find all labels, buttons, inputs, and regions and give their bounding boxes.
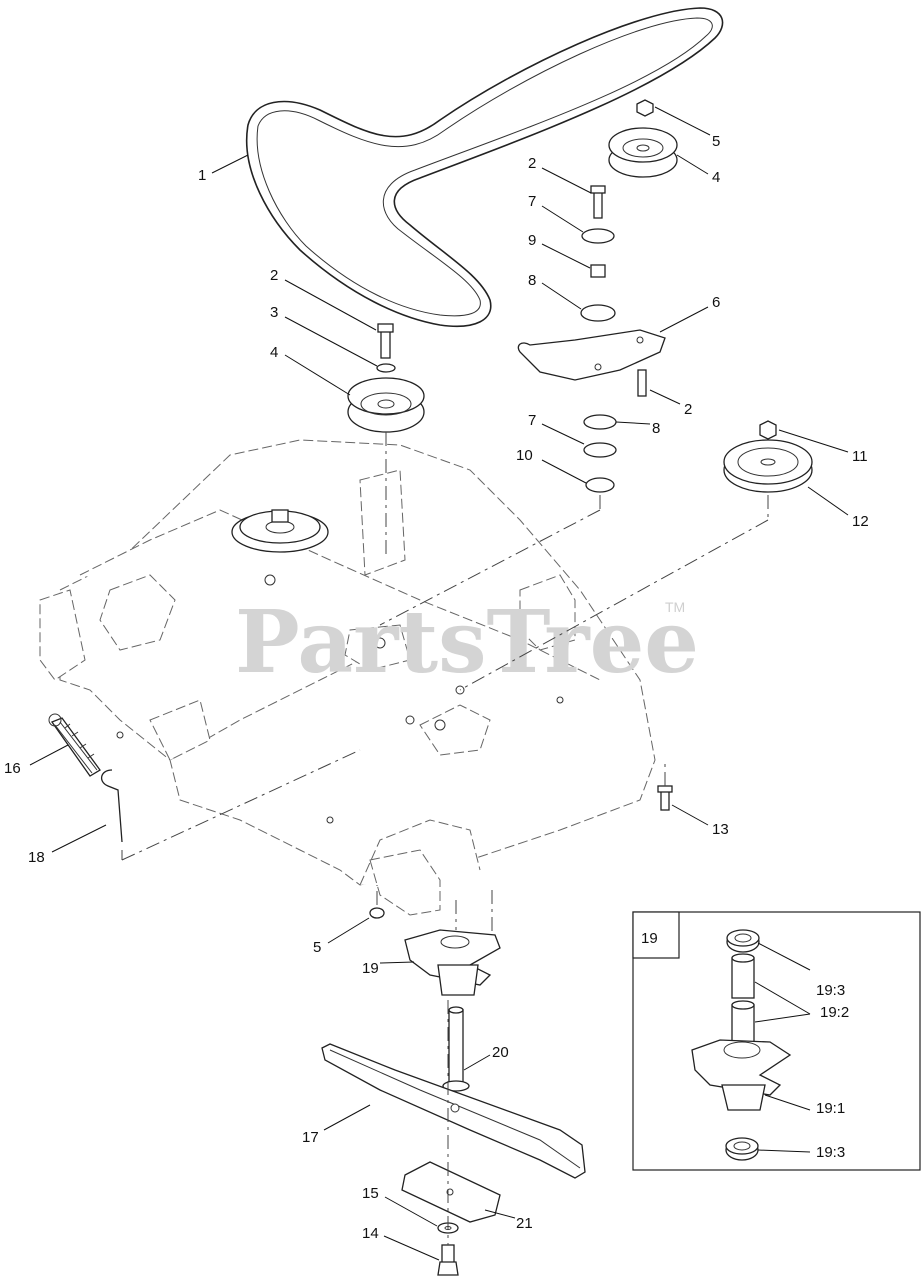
inset-spindle-detail: 19 19:3 19:2 19:1 19:3: [632, 911, 921, 1171]
callout-11: 11: [852, 448, 868, 465]
callout-16: 16: [4, 760, 21, 777]
callout-17: 17: [302, 1129, 319, 1146]
left-idler-assembly: [347, 323, 425, 555]
callout-19-3-top: 19:3: [816, 982, 845, 999]
callout-8-bottom: 8: [652, 420, 660, 437]
watermark: PartsTree TM: [235, 592, 699, 693]
callout-7-top: 7: [528, 193, 536, 210]
belt: [246, 7, 724, 327]
callout-19: 19: [362, 960, 379, 977]
callout-12: 12: [852, 513, 869, 530]
callout-20: 20: [492, 1044, 509, 1061]
callout-4-left: 4: [270, 344, 278, 361]
callout-4-right: 4: [712, 169, 720, 186]
callout-5-top: 5: [712, 133, 720, 150]
callout-1: 1: [198, 167, 206, 184]
callout-13: 13: [712, 821, 729, 838]
callout-2-left: 2: [270, 267, 278, 284]
callout-19-3-bottom: 19:3: [816, 1144, 845, 1161]
callout-15: 15: [362, 1185, 379, 1202]
callout-6: 6: [712, 294, 720, 311]
callout-19-2: 19:2: [820, 1004, 849, 1021]
callout-labels: 1 2 3 4 5 4 2 7 9 8 6 2 7 8 10 11 12 13 …: [4, 133, 869, 1242]
mower-deck: [39, 439, 656, 916]
callout-18: 18: [28, 849, 45, 866]
spindle-pulley: [459, 420, 813, 691]
callout-9: 9: [528, 232, 536, 249]
callout-2-top: 2: [528, 155, 536, 172]
callout-19-1: 19:1: [816, 1100, 845, 1117]
callout-8-top: 8: [528, 272, 536, 289]
callout-7-bottom: 7: [528, 412, 536, 429]
callout-2-right: 2: [684, 401, 692, 418]
spring: [48, 713, 101, 777]
callout-3: 3: [270, 304, 278, 321]
callout-21: 21: [516, 1215, 533, 1232]
callout-14: 14: [362, 1225, 379, 1242]
watermark-tm: TM: [665, 599, 685, 615]
callout-10: 10: [516, 447, 533, 464]
inset-title: 19: [641, 930, 658, 947]
idler-arm-assembly: [379, 99, 678, 626]
lower-hardware: [48, 713, 673, 1276]
leader-lines: [29, 106, 849, 1261]
watermark-text: PartsTree: [235, 592, 699, 693]
callout-5-bottom: 5: [313, 939, 321, 956]
